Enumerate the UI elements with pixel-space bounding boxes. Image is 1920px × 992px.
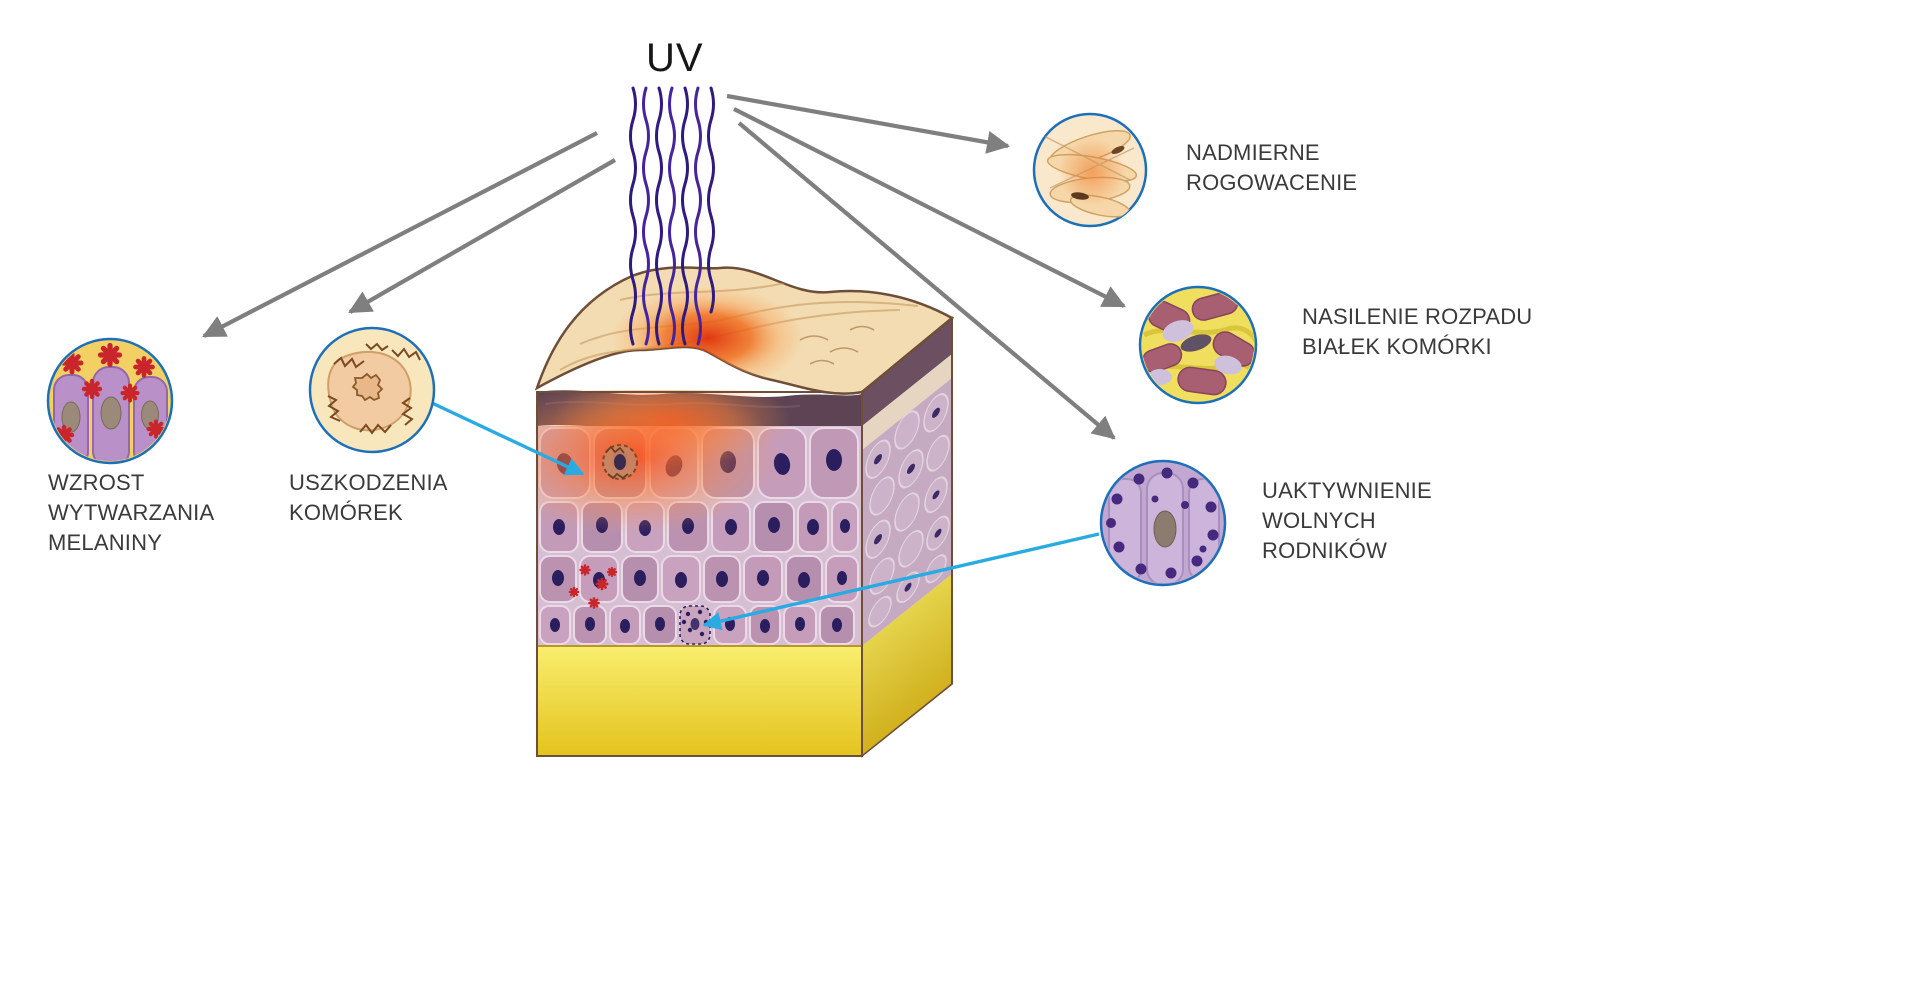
- label-damage: USZKODZENIA KOMÓREK: [289, 470, 448, 525]
- melanin-circle-illustration: [46, 337, 174, 465]
- effect-arrows: [202, 93, 1126, 440]
- keratosis-circle-illustration: [1032, 112, 1148, 228]
- protein-breakdown-circle-illustration: [1138, 285, 1258, 405]
- skin-block-front-face: [536, 390, 863, 757]
- arrow-to-damage: [348, 158, 617, 314]
- blue-arrow-damage-to-skin: [431, 401, 585, 476]
- skin-block-right-face: [861, 316, 953, 758]
- sunburn-glow: [537, 390, 792, 534]
- label-melanin: WZROST WYTWARZANIA MELANINY: [48, 470, 215, 555]
- sunburn-spot: [612, 286, 804, 390]
- label-protein: NASILENIE ROZPADU BIAŁEK KOMÓRKI: [1302, 304, 1533, 359]
- label-radicals: UAKTYWNIENIE WOLNYCH RODNIKÓW: [1262, 478, 1432, 563]
- skin-block-illustration: [534, 266, 955, 758]
- uv-title: UV: [646, 36, 704, 80]
- arrow-to-keratosis: [726, 93, 1011, 154]
- arrow-to-radicals: [737, 121, 1116, 440]
- label-keratosis: NADMIERNE ROGOWACENIE: [1186, 140, 1358, 195]
- pointer-arrows: [431, 401, 1100, 631]
- damaged-cell: [602, 444, 638, 480]
- uv-rays: [629, 86, 715, 346]
- arrow-to-melanin: [202, 131, 598, 338]
- cell-damage-circle-illustration: [308, 326, 436, 454]
- fat-layer: [537, 646, 862, 756]
- free-radicals-circle-illustration: [1099, 459, 1227, 587]
- arrow-to-protein: [733, 107, 1126, 308]
- blue-arrow-radicals-to-skin: [702, 532, 1100, 631]
